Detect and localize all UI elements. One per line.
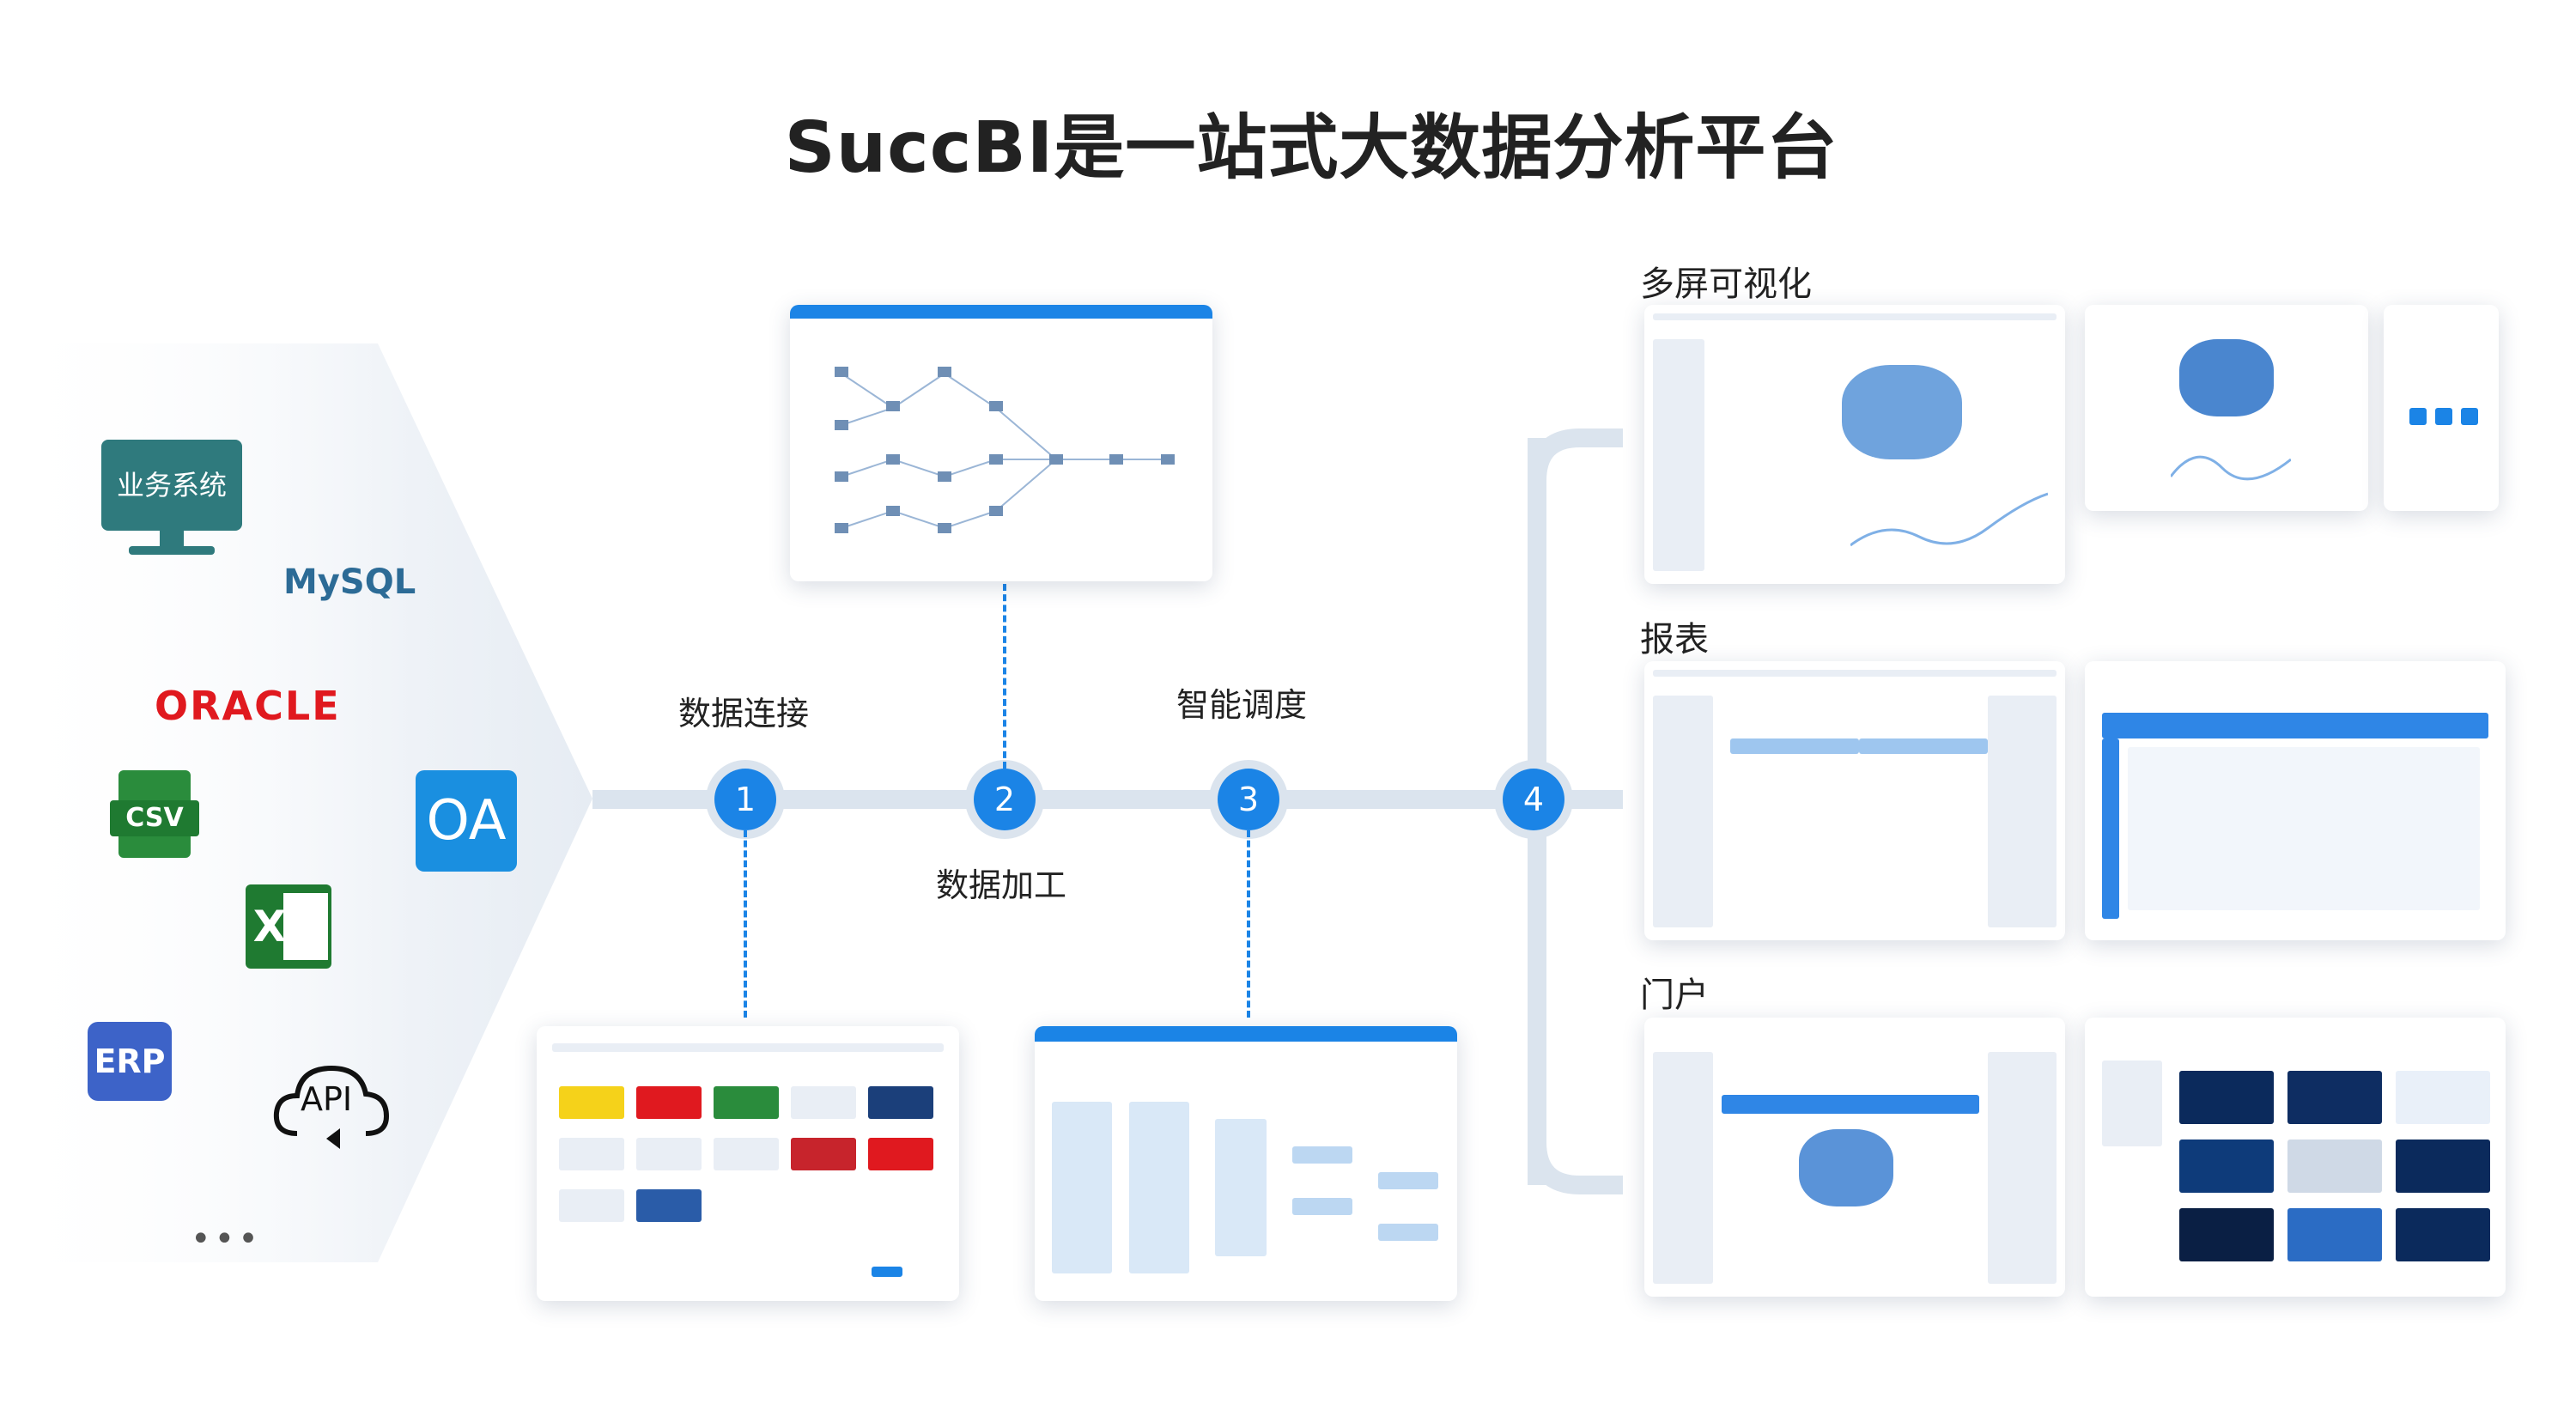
csv-label: CSV (110, 800, 199, 836)
oa-logo: OA (416, 770, 517, 872)
connector-step-2 (1003, 584, 1006, 769)
report-table-screenshot (2085, 661, 2506, 940)
portal-designer-screenshot (1644, 1018, 2065, 1297)
output-label-portal: 门户 (1640, 975, 1709, 1015)
more-sources: ••• (191, 1219, 262, 1259)
oracle-logo: ORACLE (155, 683, 341, 729)
page-title: SuccBI是一站式大数据分析平台 (784, 107, 1838, 189)
etl-flow-screenshot (790, 305, 1212, 581)
dashboard-screenshot-small (2085, 305, 2368, 511)
report-designer-screenshot (1644, 661, 2065, 940)
portal-template-screenshot (2085, 1018, 2506, 1297)
connector-step-3 (1247, 830, 1250, 1018)
output-label-visualization: 多屏可视化 (1640, 264, 1812, 304)
step-label-1: 数据连接 (678, 695, 810, 732)
dashboard-screenshot (1644, 305, 2065, 584)
step-label-3: 智能调度 (1176, 686, 1308, 724)
step-node-3[interactable]: 3 (1218, 769, 1279, 830)
api-label: API (301, 1080, 353, 1118)
mobile-dashboard-screenshot (2384, 305, 2499, 511)
step-label-2: 数据加工 (936, 866, 1067, 904)
output-label-report: 报表 (1640, 620, 1709, 659)
excel-letter: X (252, 902, 287, 951)
monitor-stand (160, 531, 184, 548)
erp-logo: ERP (88, 1022, 172, 1101)
excel-sheet (283, 893, 328, 960)
step-node-4[interactable]: 4 (1503, 769, 1564, 830)
api-cloud-icon (273, 1065, 390, 1149)
step-node-2[interactable]: 2 (974, 769, 1036, 830)
step-node-1[interactable]: 1 (714, 769, 776, 830)
datasource-screenshot (537, 1026, 959, 1301)
connector-step-1 (744, 830, 747, 1018)
main-track (592, 790, 1623, 809)
monitor-base (129, 546, 215, 555)
business-system-icon: 业务系统 (101, 440, 242, 531)
mysql-logo: MySQL (283, 562, 416, 602)
data-process-screenshot (1035, 1026, 1457, 1301)
